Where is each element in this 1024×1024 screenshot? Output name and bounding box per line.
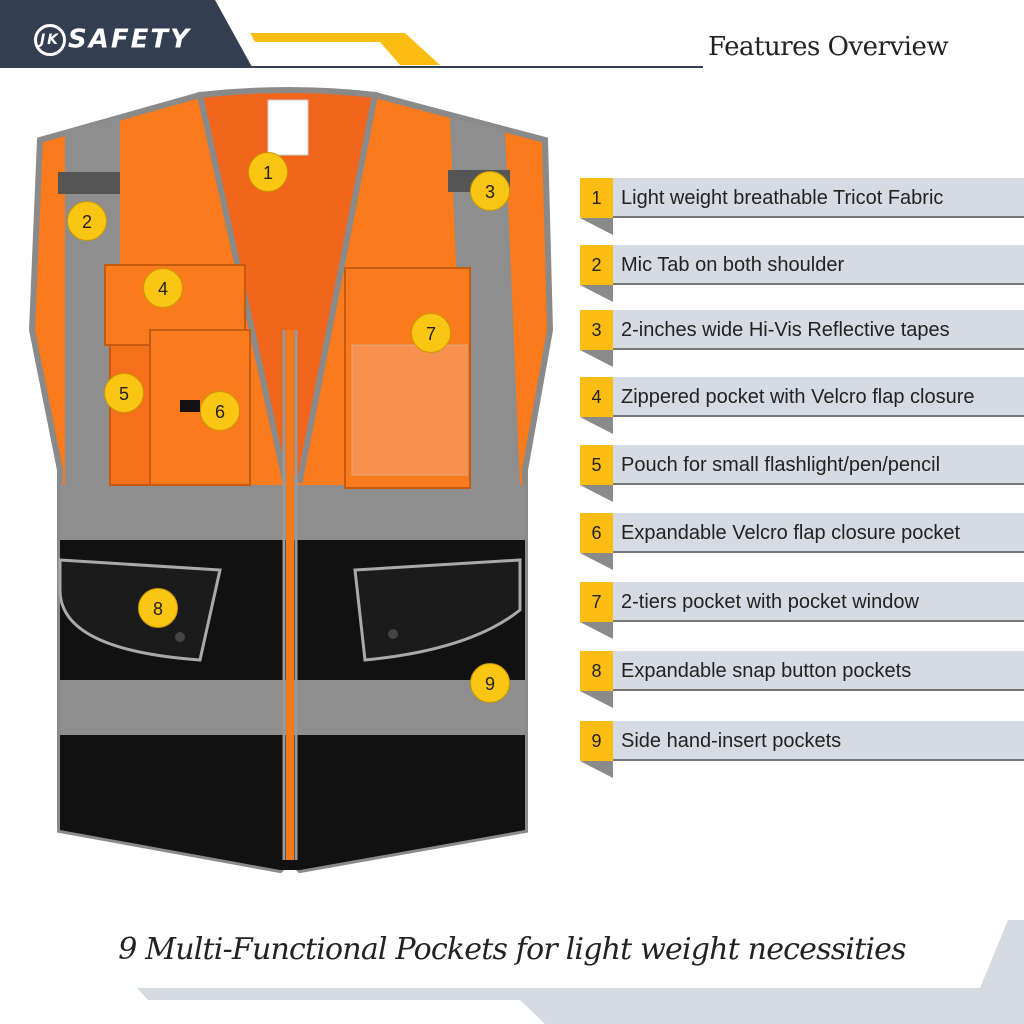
callout-4: 4 <box>143 268 183 308</box>
feature-label: Expandable Velcro flap closure pocket <box>613 513 1024 553</box>
feature-number: 2 <box>580 245 613 285</box>
logo-text: SAFETY <box>68 24 191 55</box>
callout-9: 9 <box>470 663 510 703</box>
feature-number: 3 <box>580 310 613 350</box>
feature-number: 7 <box>580 582 613 622</box>
callout-2: 2 <box>67 201 107 241</box>
feature-number: 8 <box>580 651 613 691</box>
callout-5: 5 <box>104 373 144 413</box>
callout-3: 3 <box>470 171 510 211</box>
vest-image <box>28 87 554 874</box>
feature-label: Pouch for small flashlight/pen/pencil <box>613 445 1024 485</box>
feature-number: 9 <box>580 721 613 761</box>
feature-number: 5 <box>580 445 613 485</box>
tagline: 9 Multi-Functional Pockets for light wei… <box>118 932 906 967</box>
feature-number: 6 <box>580 513 613 553</box>
feature-label: Light weight breathable Tricot Fabric <box>613 178 1024 218</box>
logo-mark: JK <box>34 24 66 56</box>
page-title: Features Overview <box>708 32 949 62</box>
header-banner <box>0 0 703 68</box>
feature-number: 4 <box>580 377 613 417</box>
callout-1: 1 <box>248 152 288 192</box>
feature-label: Expandable snap button pockets <box>613 651 1024 691</box>
feature-label: Mic Tab on both shoulder <box>613 245 1024 285</box>
feature-number: 1 <box>580 178 613 218</box>
callout-8: 8 <box>138 588 178 628</box>
callout-6: 6 <box>200 391 240 431</box>
feature-label: 2-tiers pocket with pocket window <box>613 582 1024 622</box>
feature-label: Side hand-insert pockets <box>613 721 1024 761</box>
feature-label: 2-inches wide Hi-Vis Reflective tapes <box>613 310 1024 350</box>
feature-label: Zippered pocket with Velcro flap closure <box>613 377 1024 417</box>
callout-7: 7 <box>411 313 451 353</box>
